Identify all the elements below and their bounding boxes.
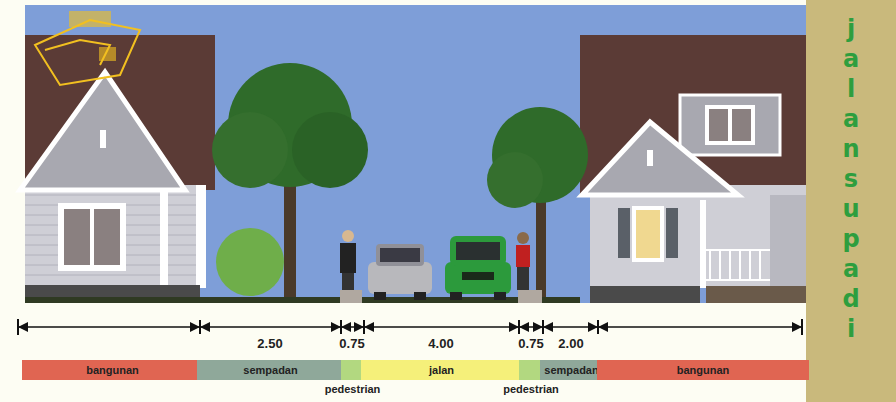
building-band: bangunan	[597, 360, 809, 380]
pedestrians	[340, 230, 542, 303]
title-panel	[806, 0, 896, 402]
setback-band: sempadan	[197, 360, 344, 380]
map-watermark	[35, 12, 140, 85]
cars	[368, 236, 511, 300]
dimension-value: 2.50	[257, 336, 282, 351]
dimension-value: 4.00	[428, 336, 453, 351]
building-band: bangunan	[22, 360, 203, 380]
dimension-value: 0.75	[518, 336, 543, 351]
dimension-line	[18, 319, 802, 335]
band-label: pedestrian	[503, 383, 559, 395]
dimension-value: 0.75	[339, 336, 364, 351]
right-house	[580, 35, 806, 303]
band-label: pedestrian	[325, 383, 381, 395]
band-label: jalan	[361, 360, 522, 380]
band-label: bangunan	[22, 360, 203, 380]
band-label: sempadan	[197, 360, 344, 380]
band-label: bangunan	[597, 360, 809, 380]
setback-band: sempadan	[540, 360, 603, 380]
dimension-value: 2.00	[558, 336, 583, 351]
road-band: jalan	[361, 360, 522, 380]
trees	[212, 63, 588, 300]
band-label: sempadan	[540, 360, 603, 380]
street-title: jalan supadi	[839, 14, 863, 344]
